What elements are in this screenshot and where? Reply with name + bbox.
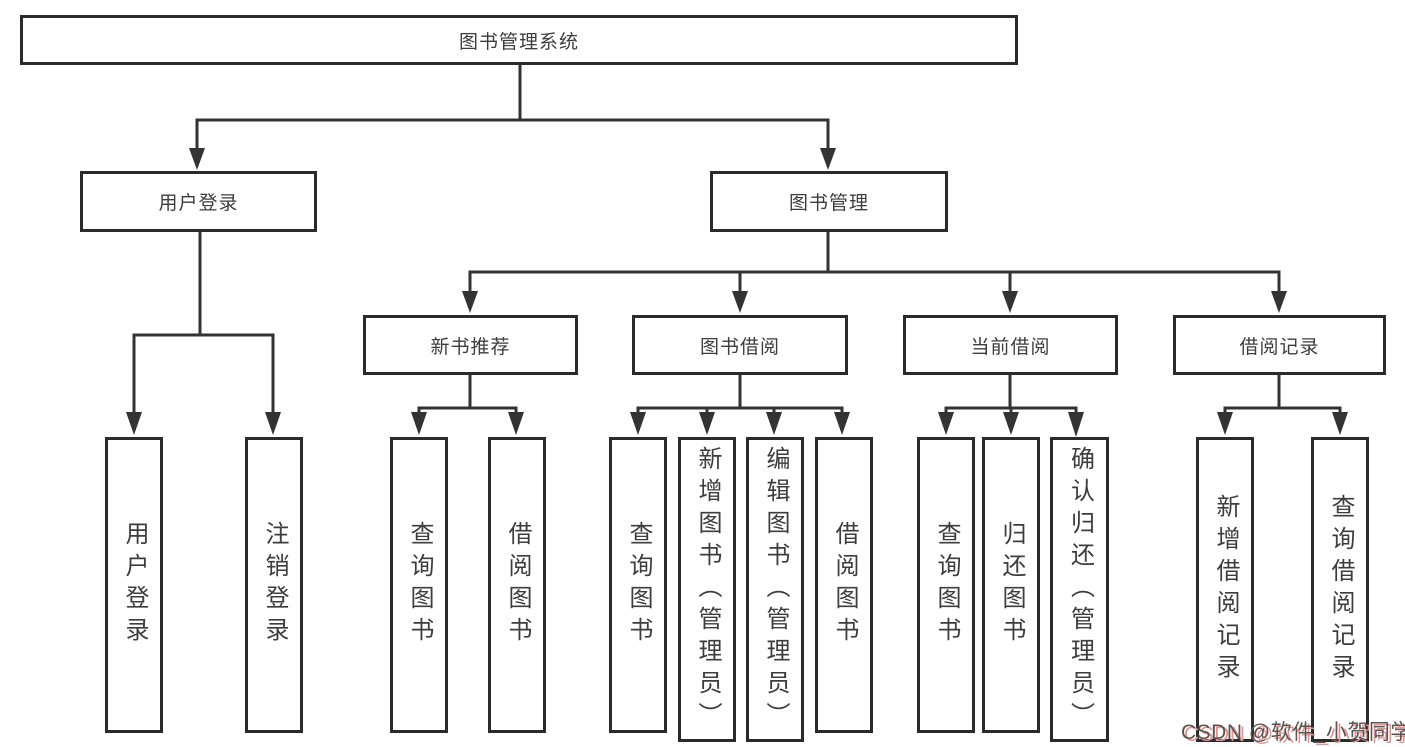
node-leaf-add-borrow-record: 新增借阅记录 bbox=[1196, 437, 1254, 742]
node-leaf-return-book: 归还图书 bbox=[982, 437, 1040, 733]
node-leaf-query-books-2: 查询图书 bbox=[609, 437, 667, 733]
node-new-book-recommend: 新书推荐 bbox=[363, 315, 578, 375]
node-leaf-logout: 注销登录 bbox=[245, 437, 303, 733]
connector-new-book-rec-to-leaves bbox=[411, 375, 524, 435]
node-current-borrowing: 当前借阅 bbox=[903, 315, 1118, 375]
connector-root-to-level2 bbox=[189, 65, 836, 170]
node-leaf-borrow-books-1: 借阅图书 bbox=[488, 437, 546, 733]
node-borrowing-records: 借阅记录 bbox=[1173, 315, 1386, 375]
connector-user-login-to-leaves bbox=[126, 232, 281, 435]
connector-book-borrow-to-leaves bbox=[630, 375, 850, 435]
node-leaf-query-borrow-record: 查询借阅记录 bbox=[1311, 437, 1369, 742]
node-leaf-query-books-3: 查询图书 bbox=[917, 437, 975, 733]
node-leaf-confirm-return-admin: 确认归还（管理员） bbox=[1050, 437, 1109, 742]
connector-book-mgmt-to-level3 bbox=[462, 232, 1287, 313]
connector-current-borrow-to-leaves bbox=[938, 375, 1084, 437]
connector-borrow-record-to-leaves bbox=[1217, 375, 1348, 435]
node-leaf-borrow-books-2: 借阅图书 bbox=[815, 437, 873, 733]
node-book-management: 图书管理 bbox=[710, 171, 948, 232]
node-leaf-add-book-admin: 新增图书（管理员） bbox=[678, 437, 736, 742]
node-leaf-query-books-1: 查询图书 bbox=[390, 437, 448, 733]
watermark: CSDN @软件_小贺同学 bbox=[1181, 721, 1405, 744]
node-leaf-edit-book-admin: 编辑图书（管理员） bbox=[746, 437, 804, 742]
node-user-login: 用户登录 bbox=[80, 171, 317, 232]
node-library-system: 图书管理系统 bbox=[20, 15, 1018, 65]
node-leaf-user-login: 用户登录 bbox=[105, 437, 163, 733]
node-book-borrowing: 图书借阅 bbox=[632, 315, 848, 375]
